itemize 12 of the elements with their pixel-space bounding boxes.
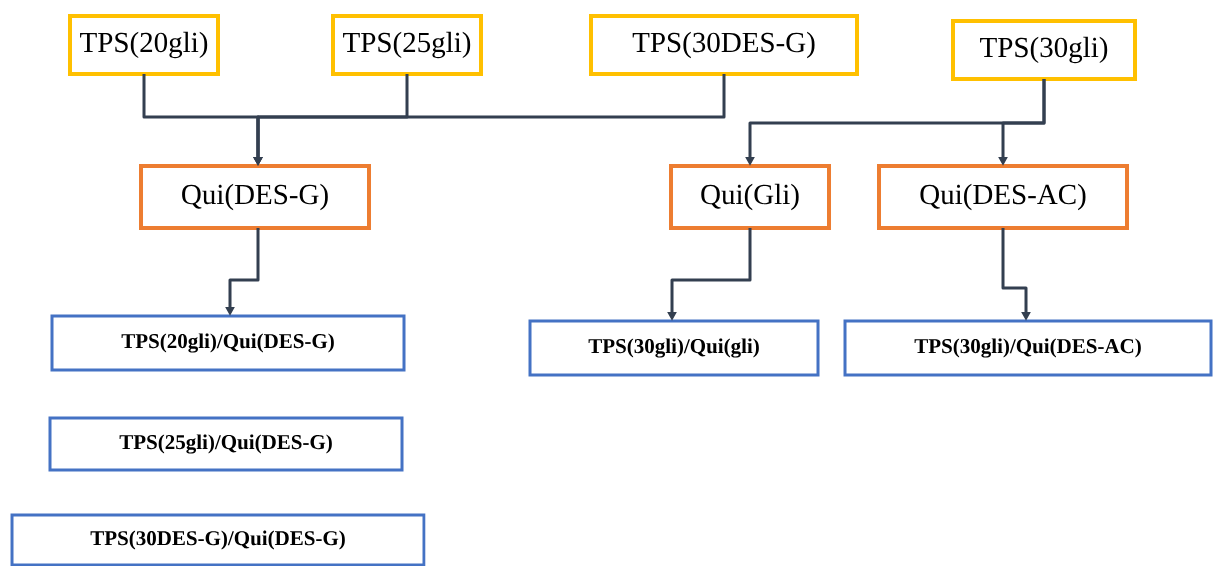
result-box: TPS(30gli)/Qui(gli) [528, 319, 820, 377]
result-box: TPS(30gli)/Qui(DES-AC) [843, 319, 1213, 377]
result-box: TPS(30DES-G)/Qui(DES-G) [10, 513, 426, 566]
result-box: TPS(20gli)/Qui(DES-G) [50, 314, 406, 372]
process-box: Qui(DES-G) [139, 164, 371, 230]
source-box: TPS(25gli) [331, 14, 483, 76]
source-box: TPS(30gli) [951, 19, 1137, 81]
result-box: TPS(25gli)/Qui(DES-G) [48, 416, 404, 472]
process-box: Qui(DES-AC) [877, 164, 1129, 230]
source-box: TPS(20gli) [68, 14, 220, 76]
process-box: Qui(Gli) [669, 164, 831, 230]
source-box: TPS(30DES-G) [589, 14, 859, 76]
